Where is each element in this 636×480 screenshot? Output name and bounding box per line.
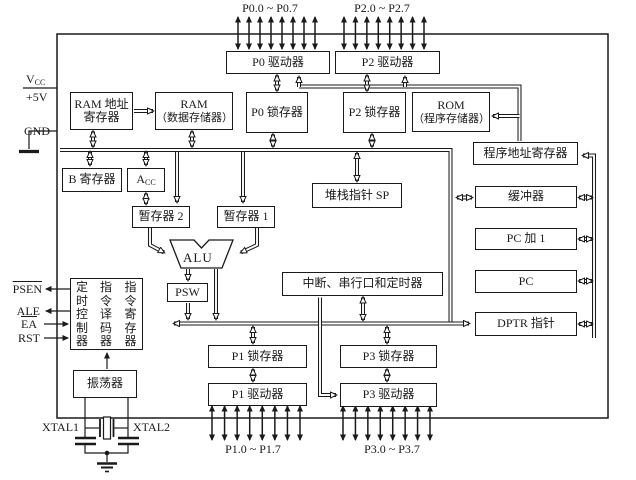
crystal-circuit [75,398,139,473]
pin-label-ale: ALE [16,304,40,318]
pin-label-xtal1: XTAL1 [42,420,80,434]
port-pin-arrows [209,16,433,441]
pin-label-psen: PSEN [12,282,42,296]
block-p0-driver: P0 驱动器 [226,51,330,74]
bus-wires [60,76,596,396]
block-stack-pointer: 堆栈指针 SP [312,183,402,208]
block-p0-latch: P0 锁存器 [246,92,308,133]
port-label-p1: P1.0 ~ P1.7 [225,442,281,456]
block-rom: ROM（程序存储器） [412,92,490,132]
block-p2-latch: P2 锁存器 [343,92,406,133]
block-interrupt-serial-timer: 中断、串行口和定时器 [282,272,443,296]
block-dptr: DPTR 指针 [475,312,577,336]
block-pc-increment: PC 加 1 [475,228,577,250]
pin-label-rst: RST [17,331,40,345]
alu-label: ALU [183,250,213,265]
pin-label-vcc: VCC [26,72,46,87]
alu-shape [169,239,234,269]
port-label-p2: P2.0 ~ P2.7 [354,1,410,15]
block-timing-controller: 定时控制器 [75,280,88,349]
port-label-p3: P3.0 ~ P3.7 [364,442,420,456]
chip-border [56,33,609,419]
pin-label-ea: EA [21,317,37,331]
block-temp-register-1: 暂存器 1 [217,206,275,228]
block-p2-driver: P2 驱动器 [335,51,440,74]
block-p3-driver: P3 驱动器 [340,383,437,407]
block-accumulator: ACC [127,168,165,192]
crystal-symbol [102,416,112,440]
block-pc: PC [475,270,577,293]
block-program-address-register: 程序地址寄存器 [473,142,578,165]
block-p1-latch: P1 锁存器 [208,345,307,368]
block-buffer: 缓冲器 [475,186,577,208]
block-temp-register-2: 暂存器 2 [132,206,190,228]
block-p1-driver: P1 驱动器 [208,383,307,406]
port-label-p0: P0.0 ~ P0.7 [242,1,298,15]
block-ram-address-register: RAM 地址寄存器 [70,92,133,130]
pin-label-gnd: GND [24,124,50,138]
block-instruction-register: 指令寄存器 [124,280,137,349]
right-bus [583,153,596,338]
block-oscillator: 振荡器 [73,370,137,398]
block-instruction-decoder: 指令译码器 [99,280,112,349]
block-b-register: B 寄存器 [62,168,122,192]
power-pins [19,87,57,154]
block-timing-and-instruction [70,278,143,350]
pin-label-5v: +5V [26,90,48,104]
block-p3-latch: P3 锁存器 [340,345,437,368]
control-signal-arrows [44,286,110,369]
pin-label-xtal2: XTAL2 [133,420,171,434]
block-psw: PSW [167,283,208,302]
block-ram: RAM（数据存储器） [155,92,233,130]
